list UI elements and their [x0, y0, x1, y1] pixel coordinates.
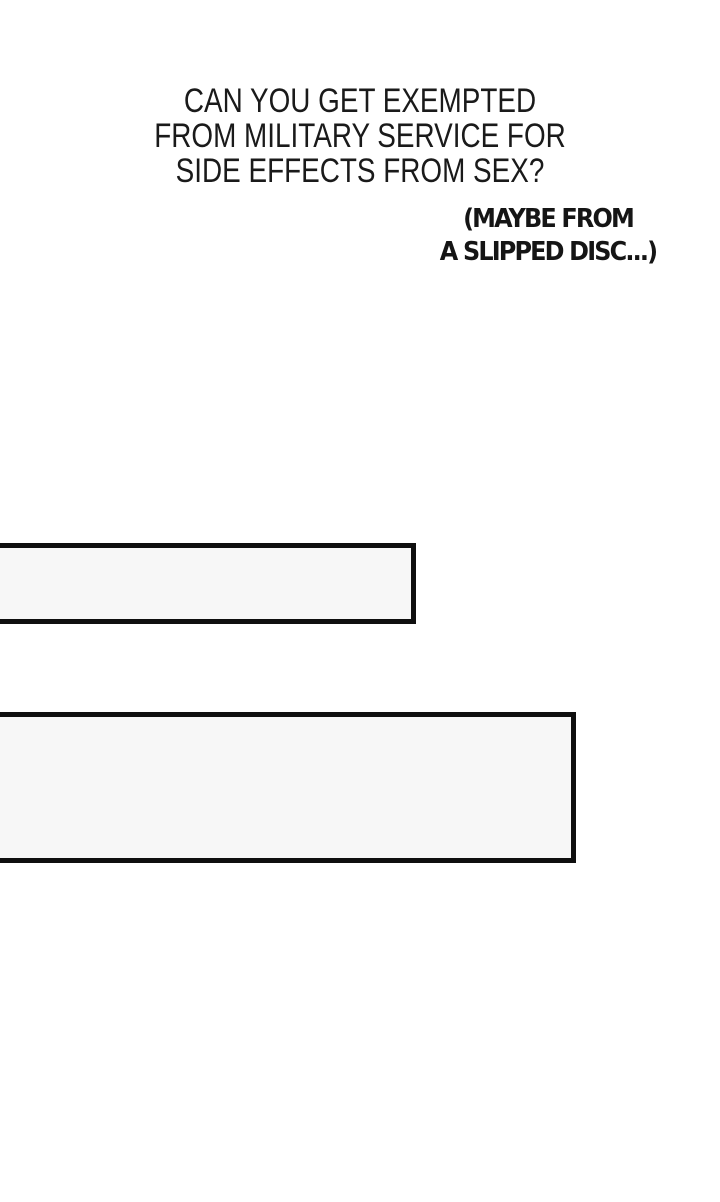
title-line-1: CAN YOU GET EXEMPTED: [183, 82, 537, 120]
empty-caption-box-top: [0, 543, 416, 624]
aside-line-2: A SLIPPED DISC...): [439, 237, 658, 267]
title-line-2: FROM MILITARY SERVICE FOR: [154, 117, 566, 155]
narration-title: CAN YOU GET EXEMPTED FROM MILITARY SERVI…: [65, 84, 655, 189]
narration-aside: (MAYBE FROM A SLIPPED DISC...): [401, 203, 695, 269]
aside-line-1: (MAYBE FROM: [463, 204, 635, 234]
title-line-3: SIDE EFFECTS FROM SEX?: [175, 152, 545, 190]
empty-caption-box-bottom: [0, 712, 576, 863]
